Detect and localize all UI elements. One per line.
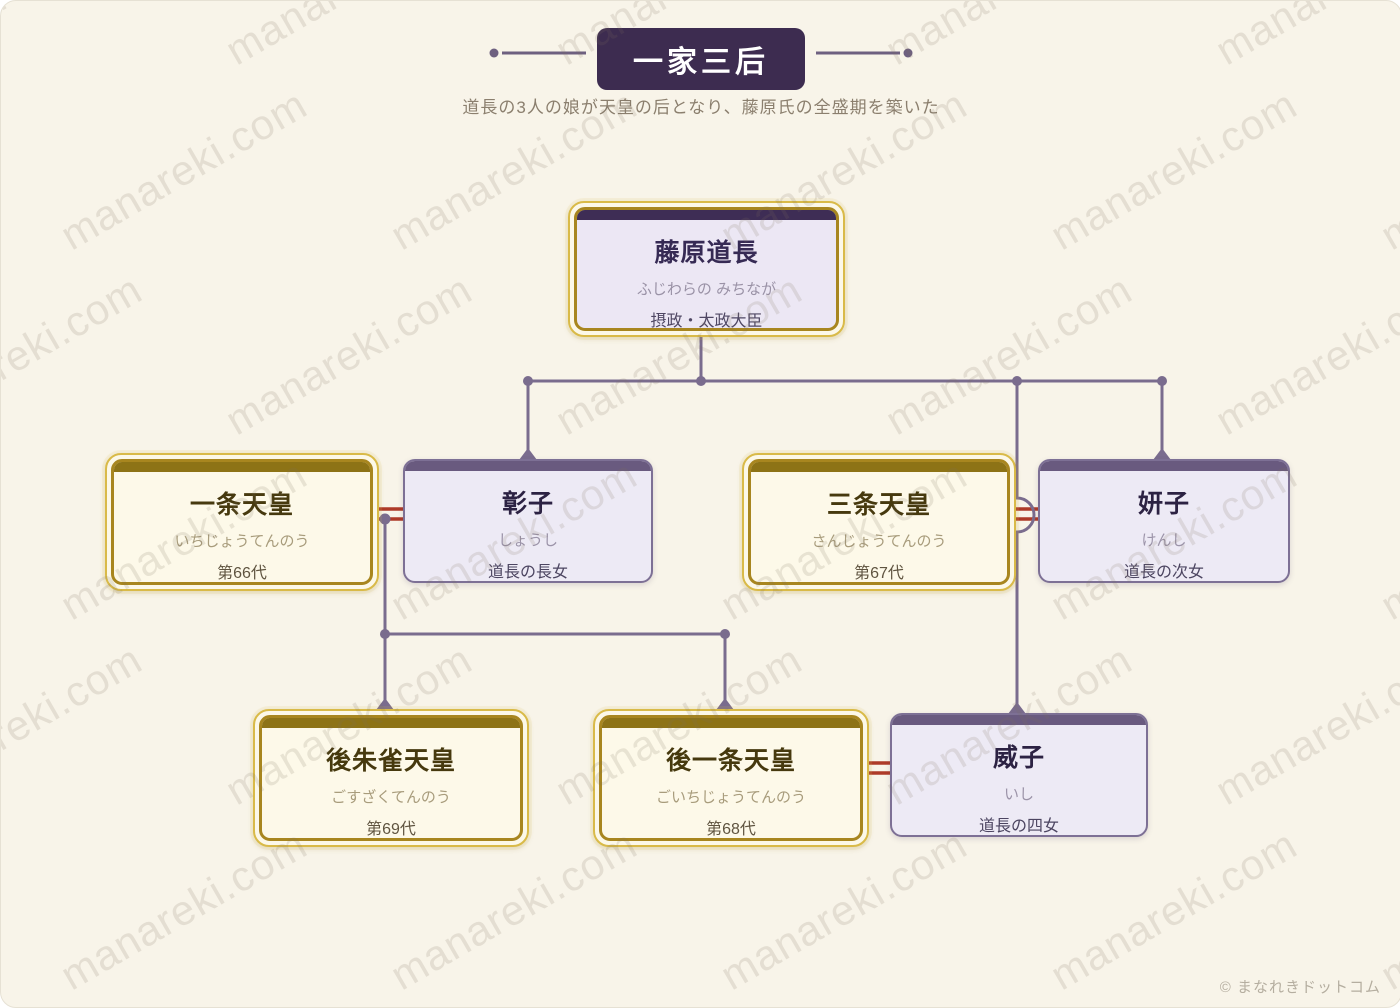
person-kana: いちじょうてんのう — [174, 533, 310, 550]
person-note: 道長の長女 — [487, 564, 568, 581]
person-kana: しょうし — [497, 532, 558, 549]
person-name: 彰子 — [501, 490, 554, 518]
person-note: 第68代 — [706, 821, 756, 838]
node-header-bar — [577, 210, 836, 220]
node-header-bar — [405, 461, 651, 471]
line-to-ishi-with-hop — [1015, 381, 1036, 707]
node-header-bar — [751, 462, 1007, 472]
node-fujiwara-michinaga: 藤原道長 ふじわらの みちなが 摂政・太政大臣 — [568, 201, 845, 337]
person-name: 三条天皇 — [826, 491, 931, 519]
person-note: 第67代 — [854, 565, 904, 582]
person-kana: ごいちじょうてんのう — [655, 789, 806, 806]
badge-rule-right — [816, 48, 913, 58]
node-ishi: 威子 いし 道長の四女 — [890, 713, 1148, 837]
node-header-bar — [262, 718, 520, 728]
person-kana: ふじわらの みちなが — [636, 281, 777, 298]
page-subtitle: 道長の3人の娘が天皇の后となり、藤原氏の全盛期を築いた — [462, 98, 940, 117]
node-kenshi: 妍子 けんし 道長の次女 — [1038, 459, 1290, 583]
person-kana: けんし — [1141, 532, 1187, 549]
person-name: 一条天皇 — [189, 491, 294, 519]
node-header-bar — [114, 462, 370, 472]
person-note: 道長の次女 — [1123, 564, 1204, 581]
node-goichijo-tenno: 後一条天皇 ごいちじょうてんのう 第68代 — [593, 709, 869, 847]
person-note: 摂政・太政大臣 — [650, 313, 763, 330]
person-kana: さんじょうてんのう — [811, 533, 947, 550]
page-title: 一家三后 — [597, 28, 805, 90]
badge-rule-left — [489, 48, 586, 58]
node-sanjo-tenno: 三条天皇 さんじょうてんのう 第67代 — [742, 453, 1016, 591]
node-header-bar — [1040, 461, 1288, 471]
person-note: 第66代 — [217, 565, 267, 582]
node-header-bar — [602, 718, 860, 728]
junction-dots — [379, 376, 1167, 639]
node-shoshi: 彰子 しょうし 道長の長女 — [403, 459, 653, 583]
person-name: 後朱雀天皇 — [325, 747, 456, 775]
node-ichijo-tenno: 一条天皇 いちじょうてんのう 第66代 — [105, 453, 379, 591]
node-gosuzaku-tenno: 後朱雀天皇 ごすざくてんのう 第69代 — [253, 709, 529, 847]
person-name: 妍子 — [1137, 490, 1190, 518]
person-name: 後一条天皇 — [665, 747, 796, 775]
person-note: 道長の四女 — [978, 818, 1059, 835]
copyright-credit: © まなれきドットコム — [1219, 979, 1381, 996]
person-kana: ごすざくてんのう — [331, 789, 451, 806]
node-header-bar — [892, 715, 1146, 725]
person-kana: いし — [1003, 786, 1034, 803]
person-name: 藤原道長 — [654, 239, 759, 267]
person-note: 第69代 — [366, 821, 416, 838]
person-name: 威子 — [992, 744, 1045, 772]
